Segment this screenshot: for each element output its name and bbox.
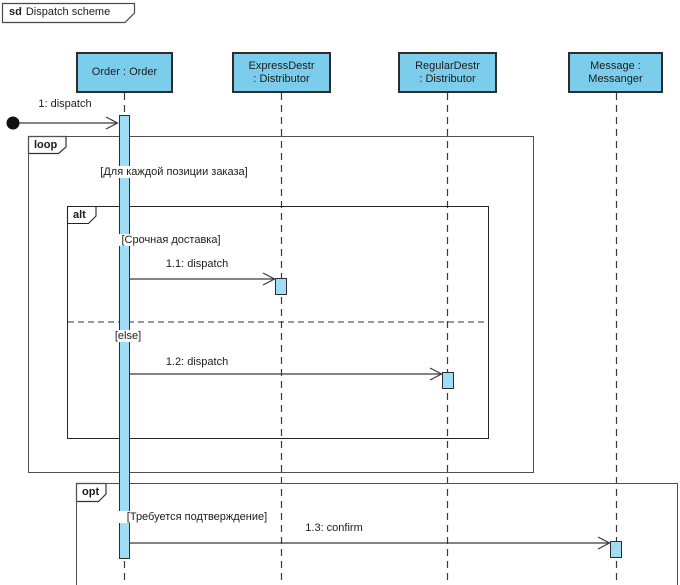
fragment-opt-guard[interactable]: [Требуется подтверждение] [114, 511, 280, 523]
lifeline-head-express-destr[interactable]: ExpressDestr : Distributor [232, 52, 331, 93]
message-1-2-label[interactable]: 1.2: dispatch [165, 356, 229, 368]
activation-bar-messanger[interactable] [610, 541, 622, 558]
activation-bar-express-destr[interactable] [275, 278, 287, 295]
message-1-2-dispatch[interactable] [130, 367, 443, 381]
found-message-circle [6, 116, 20, 130]
message-1-1-dispatch[interactable] [130, 272, 276, 286]
message-1-3-label[interactable]: 1.3: confirm [305, 522, 363, 534]
lifeline-head-messanger[interactable]: Message : Messanger [568, 52, 663, 93]
sd-keyword: sd [9, 6, 22, 18]
activation-bar-regular-destr[interactable] [442, 372, 454, 389]
message-1-1-arrowhead-icon [262, 272, 276, 286]
message-1-arrowhead-icon [105, 116, 119, 130]
fragment-alt-guard-1[interactable]: [Срочная доставка] [106, 234, 236, 246]
title-tab-outline [1, 2, 136, 24]
message-1-3-confirm[interactable] [130, 536, 611, 550]
fragment-loop-guard[interactable]: [Для каждой позиции заказа] [93, 166, 255, 178]
message-1-1-label[interactable]: 1.1: dispatch [165, 258, 229, 270]
message-1-dispatch[interactable] [6, 116, 119, 130]
message-1-label[interactable]: 1: dispatch [38, 98, 92, 110]
lifeline-head-order[interactable]: Order : Order [76, 52, 173, 93]
message-1-2-arrowhead-icon [429, 367, 443, 381]
fragment-alt-guard-else[interactable]: [else] [108, 330, 148, 342]
fragment-alt-operator: alt [73, 209, 86, 221]
diagram-name: Dispatch scheme [25, 6, 111, 18]
fragment-loop-operator: loop [34, 139, 58, 151]
lifeline-head-regular-destr[interactable]: RegularDestr : Distributor [398, 52, 497, 93]
fragment-opt-operator: opt [82, 486, 100, 498]
message-1-3-arrowhead-icon [597, 536, 611, 550]
